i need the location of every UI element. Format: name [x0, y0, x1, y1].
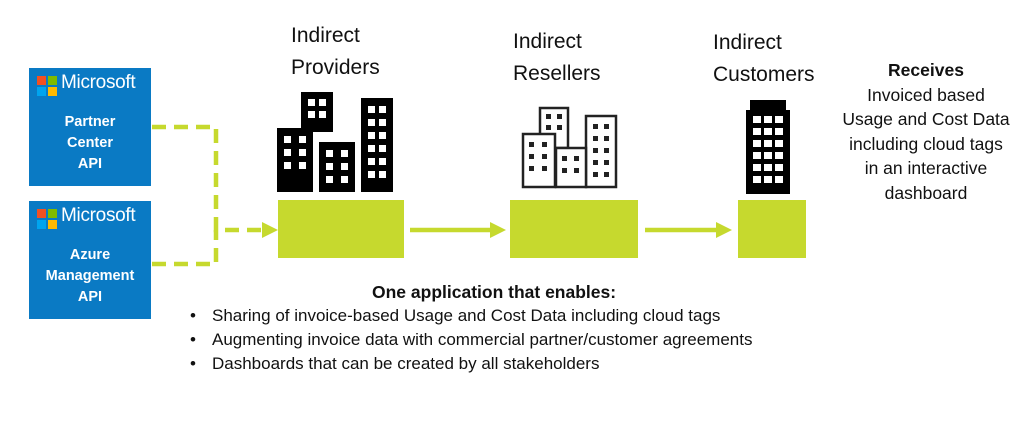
microsoft-logo-icon — [37, 76, 57, 96]
receives-block: Receives Invoiced based Usage and Cost D… — [842, 58, 1010, 205]
receives-text: Invoiced based Usage and Cost Data inclu… — [842, 84, 1010, 203]
arrowhead-icon — [716, 222, 732, 238]
arrowhead-icon — [490, 222, 506, 238]
microsoft-brand-text: Microsoft — [61, 205, 136, 226]
list-item: Sharing of invoice-based Usage and Cost … — [190, 304, 870, 328]
providers-stage-box — [278, 200, 404, 258]
enables-bullet-list: Sharing of invoice-based Usage and Cost … — [190, 304, 870, 376]
resellers-stage-box — [510, 200, 638, 258]
microsoft-brand-text: Microsoft — [61, 72, 136, 93]
customers-stage-box — [738, 200, 806, 258]
azure-management-api-label: Azure Management API — [45, 247, 135, 305]
stage-title-providers: Indirect Providers — [291, 24, 380, 79]
azure-api-dashed-connector — [152, 230, 219, 267]
microsoft-logo-icon — [37, 209, 57, 229]
partner-api-dashed-connector — [152, 124, 262, 233]
list-item: Augmenting invoice data with commercial … — [190, 328, 870, 352]
stage-title-resellers: Indirect Resellers — [513, 30, 601, 85]
arrowhead-to-providers-icon — [262, 222, 278, 238]
enables-title: One application that enables: — [372, 282, 617, 302]
office-buildings-icon — [521, 106, 618, 189]
office-tower-icon — [746, 100, 790, 194]
receives-heading: Receives — [888, 60, 964, 80]
partner-center-api-box: Microsoft Partner Center API — [29, 68, 151, 186]
stage-title-customers: Indirect Customers — [713, 31, 815, 86]
office-buildings-icon — [277, 92, 393, 192]
azure-management-api-box: Microsoft Azure Management API — [29, 201, 151, 319]
list-item: Dashboards that can be created by all st… — [190, 352, 870, 376]
partner-center-api-label: Partner Center API — [64, 114, 116, 172]
